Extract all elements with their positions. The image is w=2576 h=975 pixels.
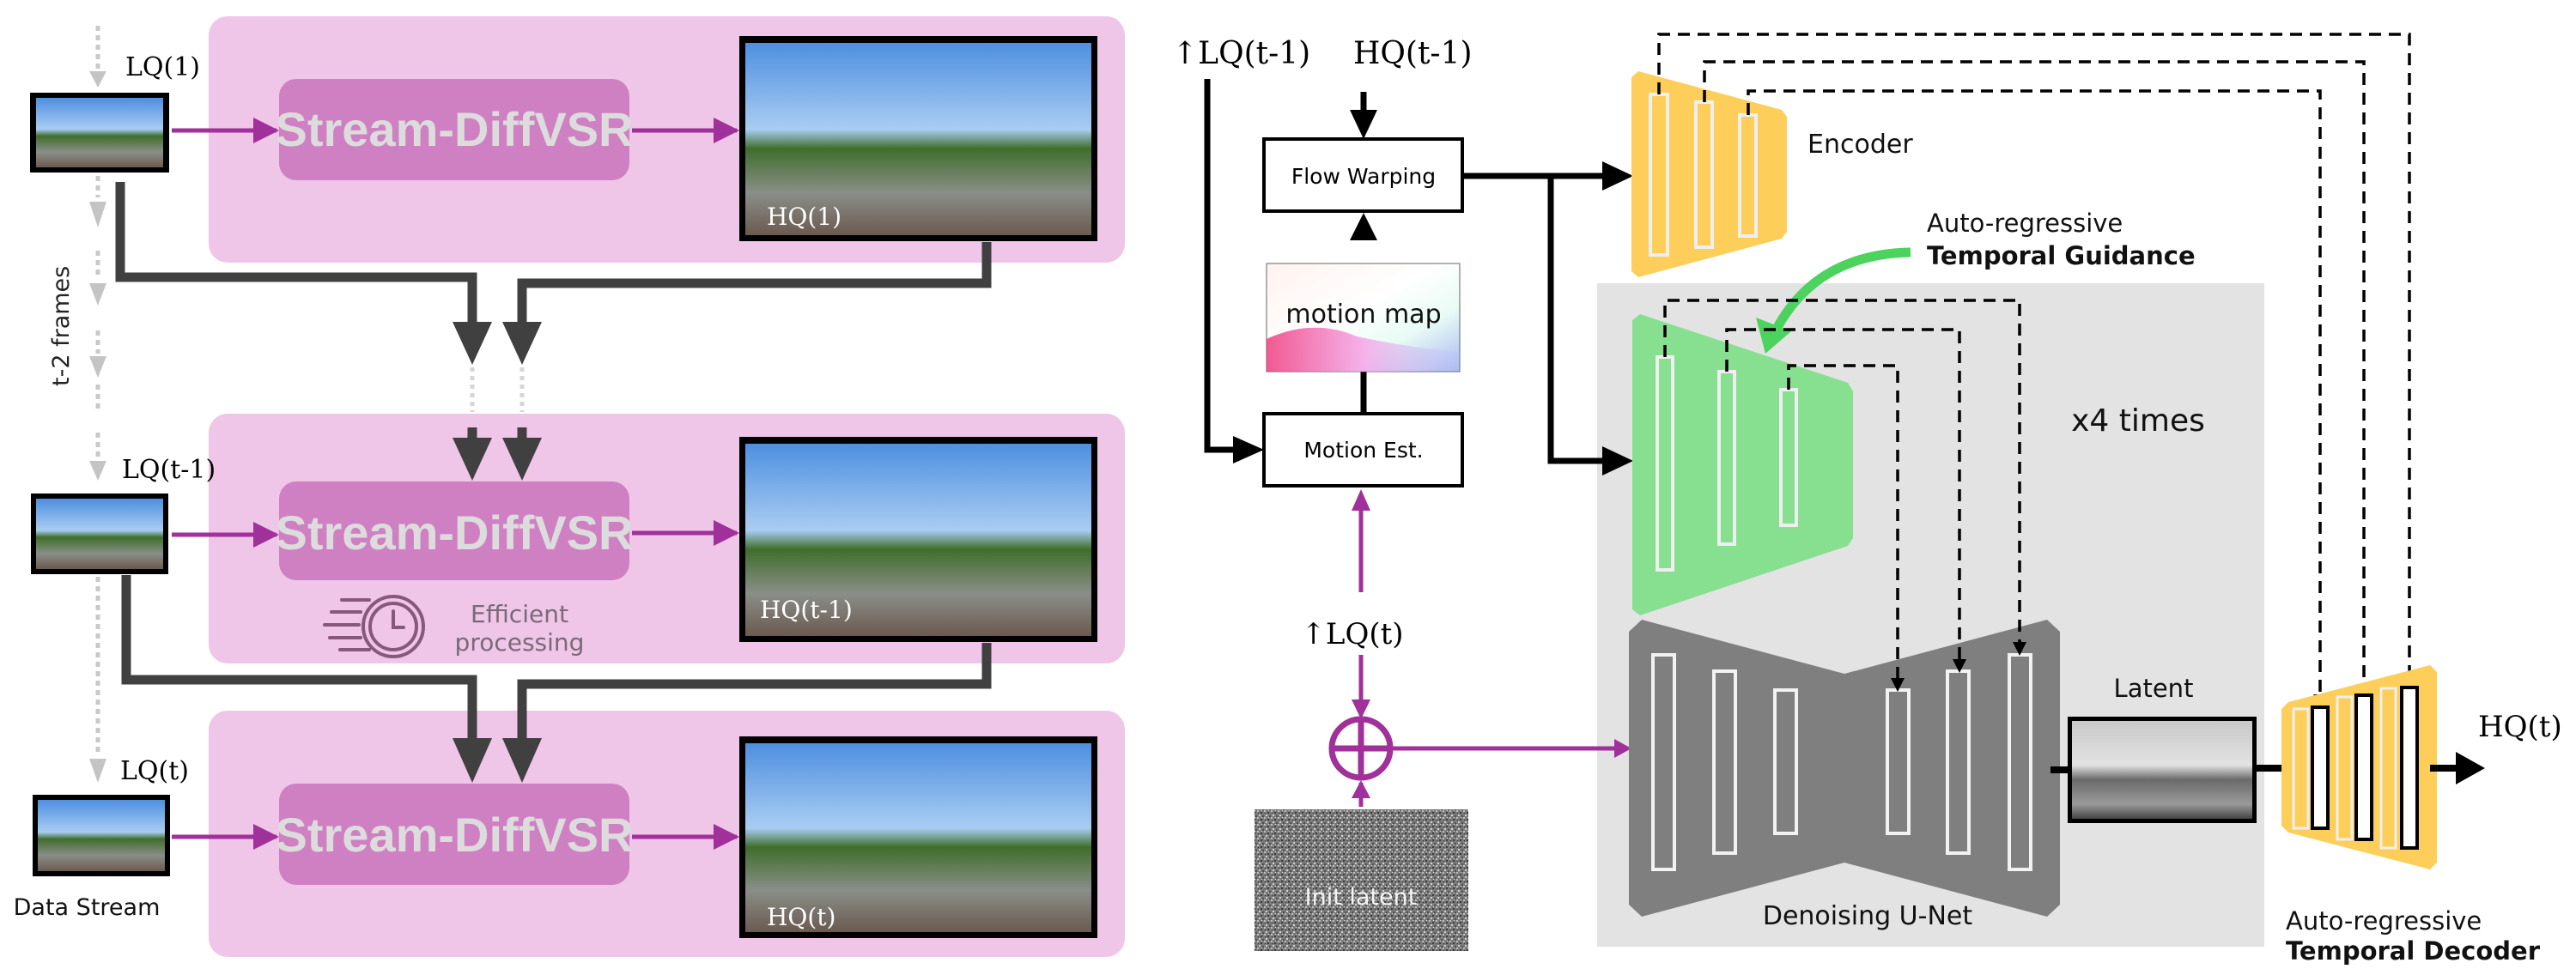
- hq-image-1: [739, 36, 1097, 241]
- efficiency-line-1: Efficient: [471, 600, 568, 628]
- latent-label: Latent: [2114, 674, 2194, 703]
- lq-label-3: LQ(t): [120, 756, 189, 786]
- hq-label-3: HQ(t): [767, 903, 835, 931]
- motion-estimation-block: Motion Est.: [1262, 412, 1464, 488]
- lq-current-arrowheads: [1352, 489, 1631, 798]
- guidance-label-line2: Temporal Guidance: [1927, 241, 2196, 270]
- temporal-guidance-encoder: [1632, 314, 1853, 615]
- stream-diffvsr-module-1: [279, 79, 629, 180]
- lq-thumbnail-2: [31, 494, 168, 574]
- unet-label: Denoising U-Net: [1763, 901, 1973, 931]
- encoder-label: Encoder: [1807, 130, 1913, 160]
- stream-diffvsr-module-3: [279, 784, 629, 885]
- hq-image-3: [739, 736, 1097, 938]
- lq-thumbnail-3: [33, 795, 170, 876]
- motion-est-label: Motion Est.: [1303, 438, 1423, 463]
- init-latent-block: Init latent: [1255, 809, 1468, 951]
- connector-arrowheads: [453, 322, 542, 783]
- init-latent-label: Init latent: [1305, 884, 1418, 911]
- flow-warping-block: Flow Warping: [1262, 137, 1464, 213]
- denoising-unet: Denoising U-Net: [1629, 620, 2060, 931]
- lq-label-1: LQ(1): [125, 52, 200, 82]
- output-label: HQ(t): [2478, 710, 2562, 744]
- lq-current-path: [1358, 506, 1614, 807]
- module-label-1: Stream-DiffVSR: [276, 102, 634, 156]
- guidance-label-line1: Auto-regressive: [1927, 209, 2123, 238]
- decoder-label-line2: Temporal Decoder: [2286, 936, 2541, 966]
- sum-node-icon: [1328, 716, 1394, 781]
- motion-map-block: motion map: [1266, 263, 1461, 372]
- motion-map-label: motion map: [1285, 300, 1441, 330]
- left-pipeline: t-2 frames LQ(1): [14, 16, 1125, 957]
- connector-dotted: [470, 367, 525, 412]
- hq-prev-label: HQ(t-1): [1353, 36, 1473, 71]
- guidance-arrow: [1771, 247, 1911, 333]
- flow-warping-label: Flow Warping: [1291, 164, 1436, 189]
- lq-prev-label: ↑LQ(t-1): [1172, 36, 1310, 71]
- hq-image-2: [739, 437, 1097, 642]
- encoder-block: Encoder: [1631, 71, 1913, 277]
- lq-current-label: ↑LQ(t): [1301, 617, 1403, 651]
- decoder-label-line1: Auto-regressive: [2286, 906, 2482, 936]
- encoder-skip-connections: [1657, 33, 2411, 697]
- lq-label-2: LQ(t-1): [122, 455, 216, 485]
- data-stream-arrowheads: [89, 71, 106, 783]
- architecture-diagram: x4 times ↑LQ(t-1) HQ(t-1) Flow Warping: [1172, 33, 2562, 966]
- efficiency-line-2: processing: [455, 628, 585, 657]
- repeat-label: x4 times: [2071, 403, 2205, 439]
- stream-diffvsr-module-2: [279, 481, 629, 580]
- frame-row-2: LQ(t-1) Stream-DiffVSR HQ(t-1): [31, 437, 1097, 658]
- temporal-connectors: [115, 182, 992, 740]
- hq-label-2: HQ(t-1): [760, 596, 853, 624]
- frame-row-3: LQ(t) Stream-DiffVSR HQ(t): [33, 736, 1097, 938]
- frame-row-1: LQ(1) Stream-DiffVSR HQ(1): [30, 36, 1097, 241]
- hq-label-1: HQ(1): [767, 203, 841, 231]
- temporal-decoder: [2281, 665, 2437, 869]
- flow-arrowheads: [1233, 110, 1633, 475]
- guidance-arrowhead: [1756, 318, 1791, 354]
- lq-thumbnail-1: [30, 93, 169, 173]
- data-stream-label: Data Stream: [14, 894, 161, 921]
- module-label-3: Stream-DiffVSR: [276, 808, 634, 862]
- guidance-skip-arrowheads: [1891, 642, 2026, 692]
- latent-image: [2068, 717, 2257, 823]
- skip-frames-label: t-2 frames: [48, 266, 75, 386]
- decoder-output-arrowhead: [2456, 752, 2485, 784]
- fast-clock-icon: [323, 595, 425, 658]
- module-label-2: Stream-DiffVSR: [276, 506, 634, 560]
- guidance-skip-connections: [1663, 299, 2021, 681]
